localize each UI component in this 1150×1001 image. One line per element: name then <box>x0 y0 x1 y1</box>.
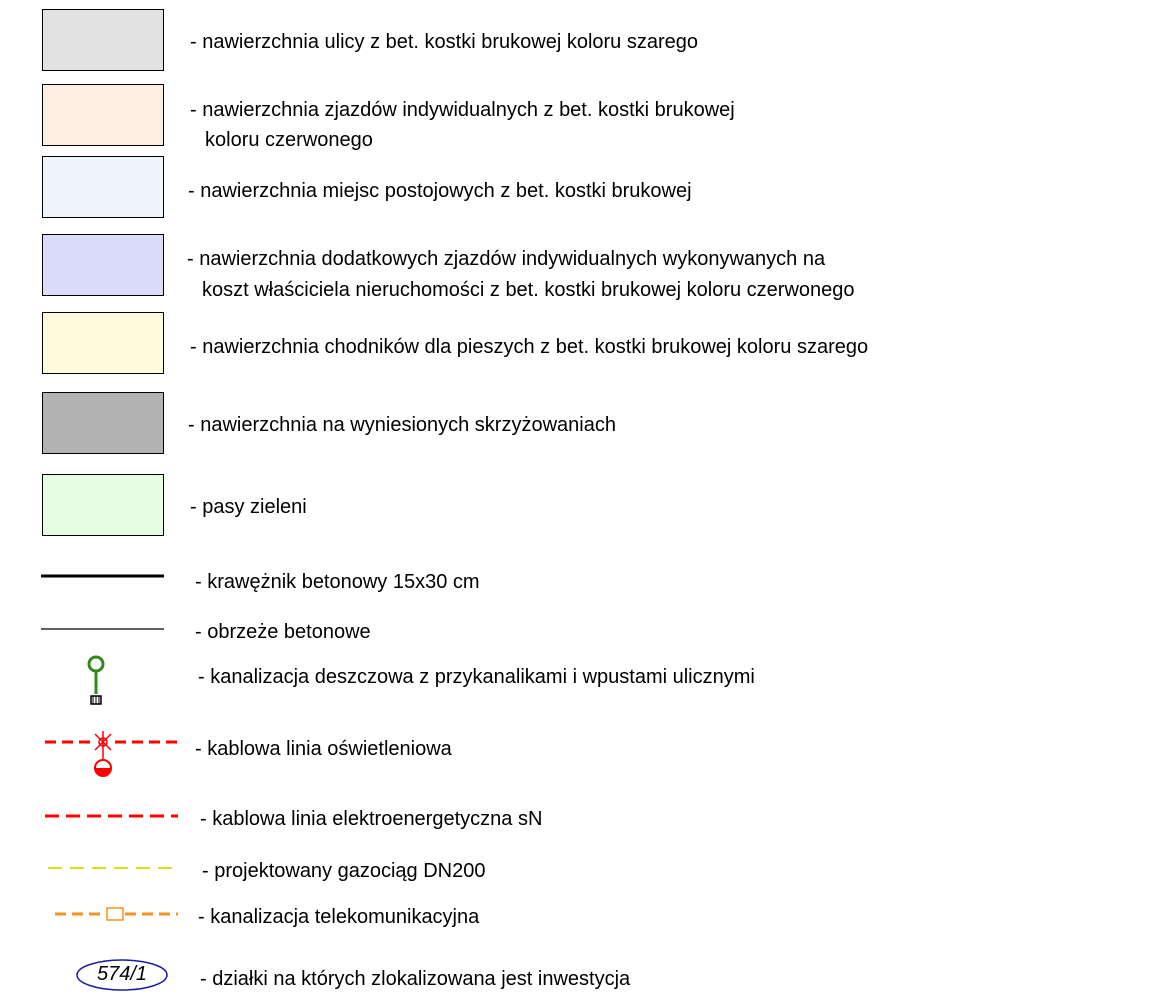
extra-driveway-surface-label-line2: koszt właściciela nieruchomości z bet. k… <box>202 279 855 301</box>
sidewalk-surface-label: - nawierzchnia chodników dla pieszych z … <box>190 336 869 358</box>
driveway-surface-swatch <box>42 84 164 146</box>
yellow-dashed-line-icon <box>48 867 178 869</box>
raised-intersection-surface-label: - nawierzchnia na wyniesionych skrzyżowa… <box>188 414 616 436</box>
concrete-edging-label: - obrzeże betonowe <box>195 621 371 643</box>
street-surface-label: - nawierzchnia ulicy z bet. kostki bruko… <box>190 31 698 53</box>
red-dashed-line-icon <box>45 814 178 818</box>
green-strip-label: - pasy zieleni <box>190 496 307 518</box>
concrete-curb-label: - krawężnik betonowy 15x30 cm <box>195 571 480 593</box>
extra-driveway-surface-swatch <box>42 234 164 296</box>
parking-surface-swatch <box>42 156 164 218</box>
driveway-surface-label: - nawierzchnia zjazdów indywidualnych z … <box>190 99 735 121</box>
lighting-cable-label: - kablowa linia oświetleniowa <box>195 738 452 760</box>
sidewalk-surface-swatch <box>42 312 164 374</box>
green-strip-swatch <box>42 474 164 536</box>
driveway-surface-label-line2: koloru czerwonego <box>205 129 373 151</box>
parcel-ellipse-icon: 574/1 <box>75 958 169 992</box>
storm-drain-icon <box>87 655 105 705</box>
investment-parcels-label: - działki na których zlokalizowana jest … <box>200 968 631 990</box>
thin-black-line-icon <box>41 628 164 630</box>
telecom-duct-label: - kanalizacja telekomunikacyjna <box>198 906 480 928</box>
storm-sewer-label: - kanalizacja deszczowa z przykanalikami… <box>198 666 755 688</box>
street-surface-swatch <box>42 9 164 71</box>
street-light-cable-icon <box>45 731 178 777</box>
power-cable-label: - kablowa linia elektroenergetyczna sN <box>200 808 543 830</box>
parcel-number: 574/1 <box>96 963 148 985</box>
extra-driveway-surface-label: - nawierzchnia dodatkowych zjazdów indyw… <box>187 248 826 270</box>
thick-black-line-icon <box>41 574 164 578</box>
gas-pipeline-label: - projektowany gazociąg DN200 <box>202 860 486 882</box>
telecom-line-icon <box>55 907 178 921</box>
raised-intersection-surface-swatch <box>42 392 164 454</box>
parking-surface-label: - nawierzchnia miejsc postojowych z bet.… <box>188 180 692 202</box>
